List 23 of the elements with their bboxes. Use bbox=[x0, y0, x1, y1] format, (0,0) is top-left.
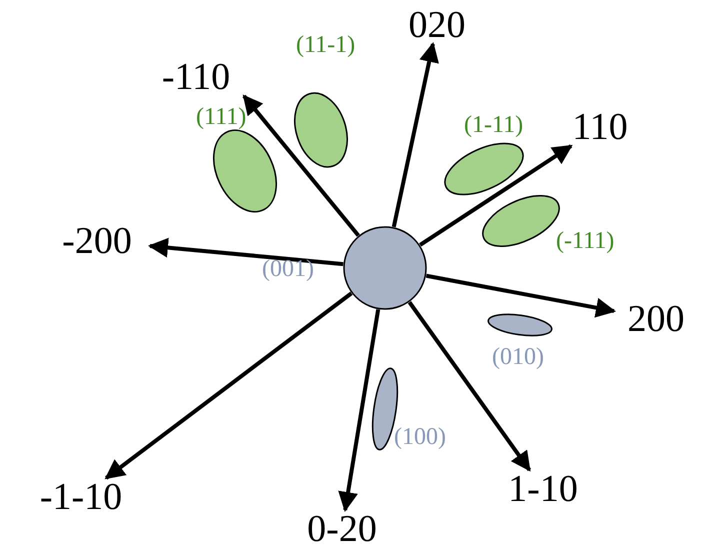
plane-label: (001) bbox=[262, 256, 314, 282]
arrow bbox=[242, 94, 360, 237]
arrow bbox=[148, 238, 344, 266]
direction-label: -110 bbox=[148, 58, 244, 96]
arrow bbox=[392, 42, 439, 228]
direction-label: -1-10 bbox=[18, 478, 144, 516]
plane-label: (100) bbox=[394, 424, 446, 450]
direction-label: 020 bbox=[404, 6, 470, 44]
direction-label: 1-10 bbox=[498, 470, 588, 508]
plane-label: (111) bbox=[196, 104, 246, 130]
plane-label: (1-11) bbox=[464, 112, 524, 138]
plane-label: (-111) bbox=[556, 228, 614, 254]
arrow bbox=[104, 292, 353, 480]
arrow bbox=[408, 301, 532, 472]
arrow bbox=[419, 144, 573, 247]
direction-label: 110 bbox=[562, 108, 638, 146]
arrow bbox=[338, 309, 380, 512]
plane-label: (010) bbox=[492, 344, 544, 370]
arrow bbox=[426, 274, 616, 318]
plane-label: (11-1) bbox=[296, 32, 356, 58]
direction-label: 200 bbox=[614, 300, 698, 338]
direction-label: 0-20 bbox=[298, 510, 386, 548]
direction-label: -200 bbox=[44, 222, 150, 260]
